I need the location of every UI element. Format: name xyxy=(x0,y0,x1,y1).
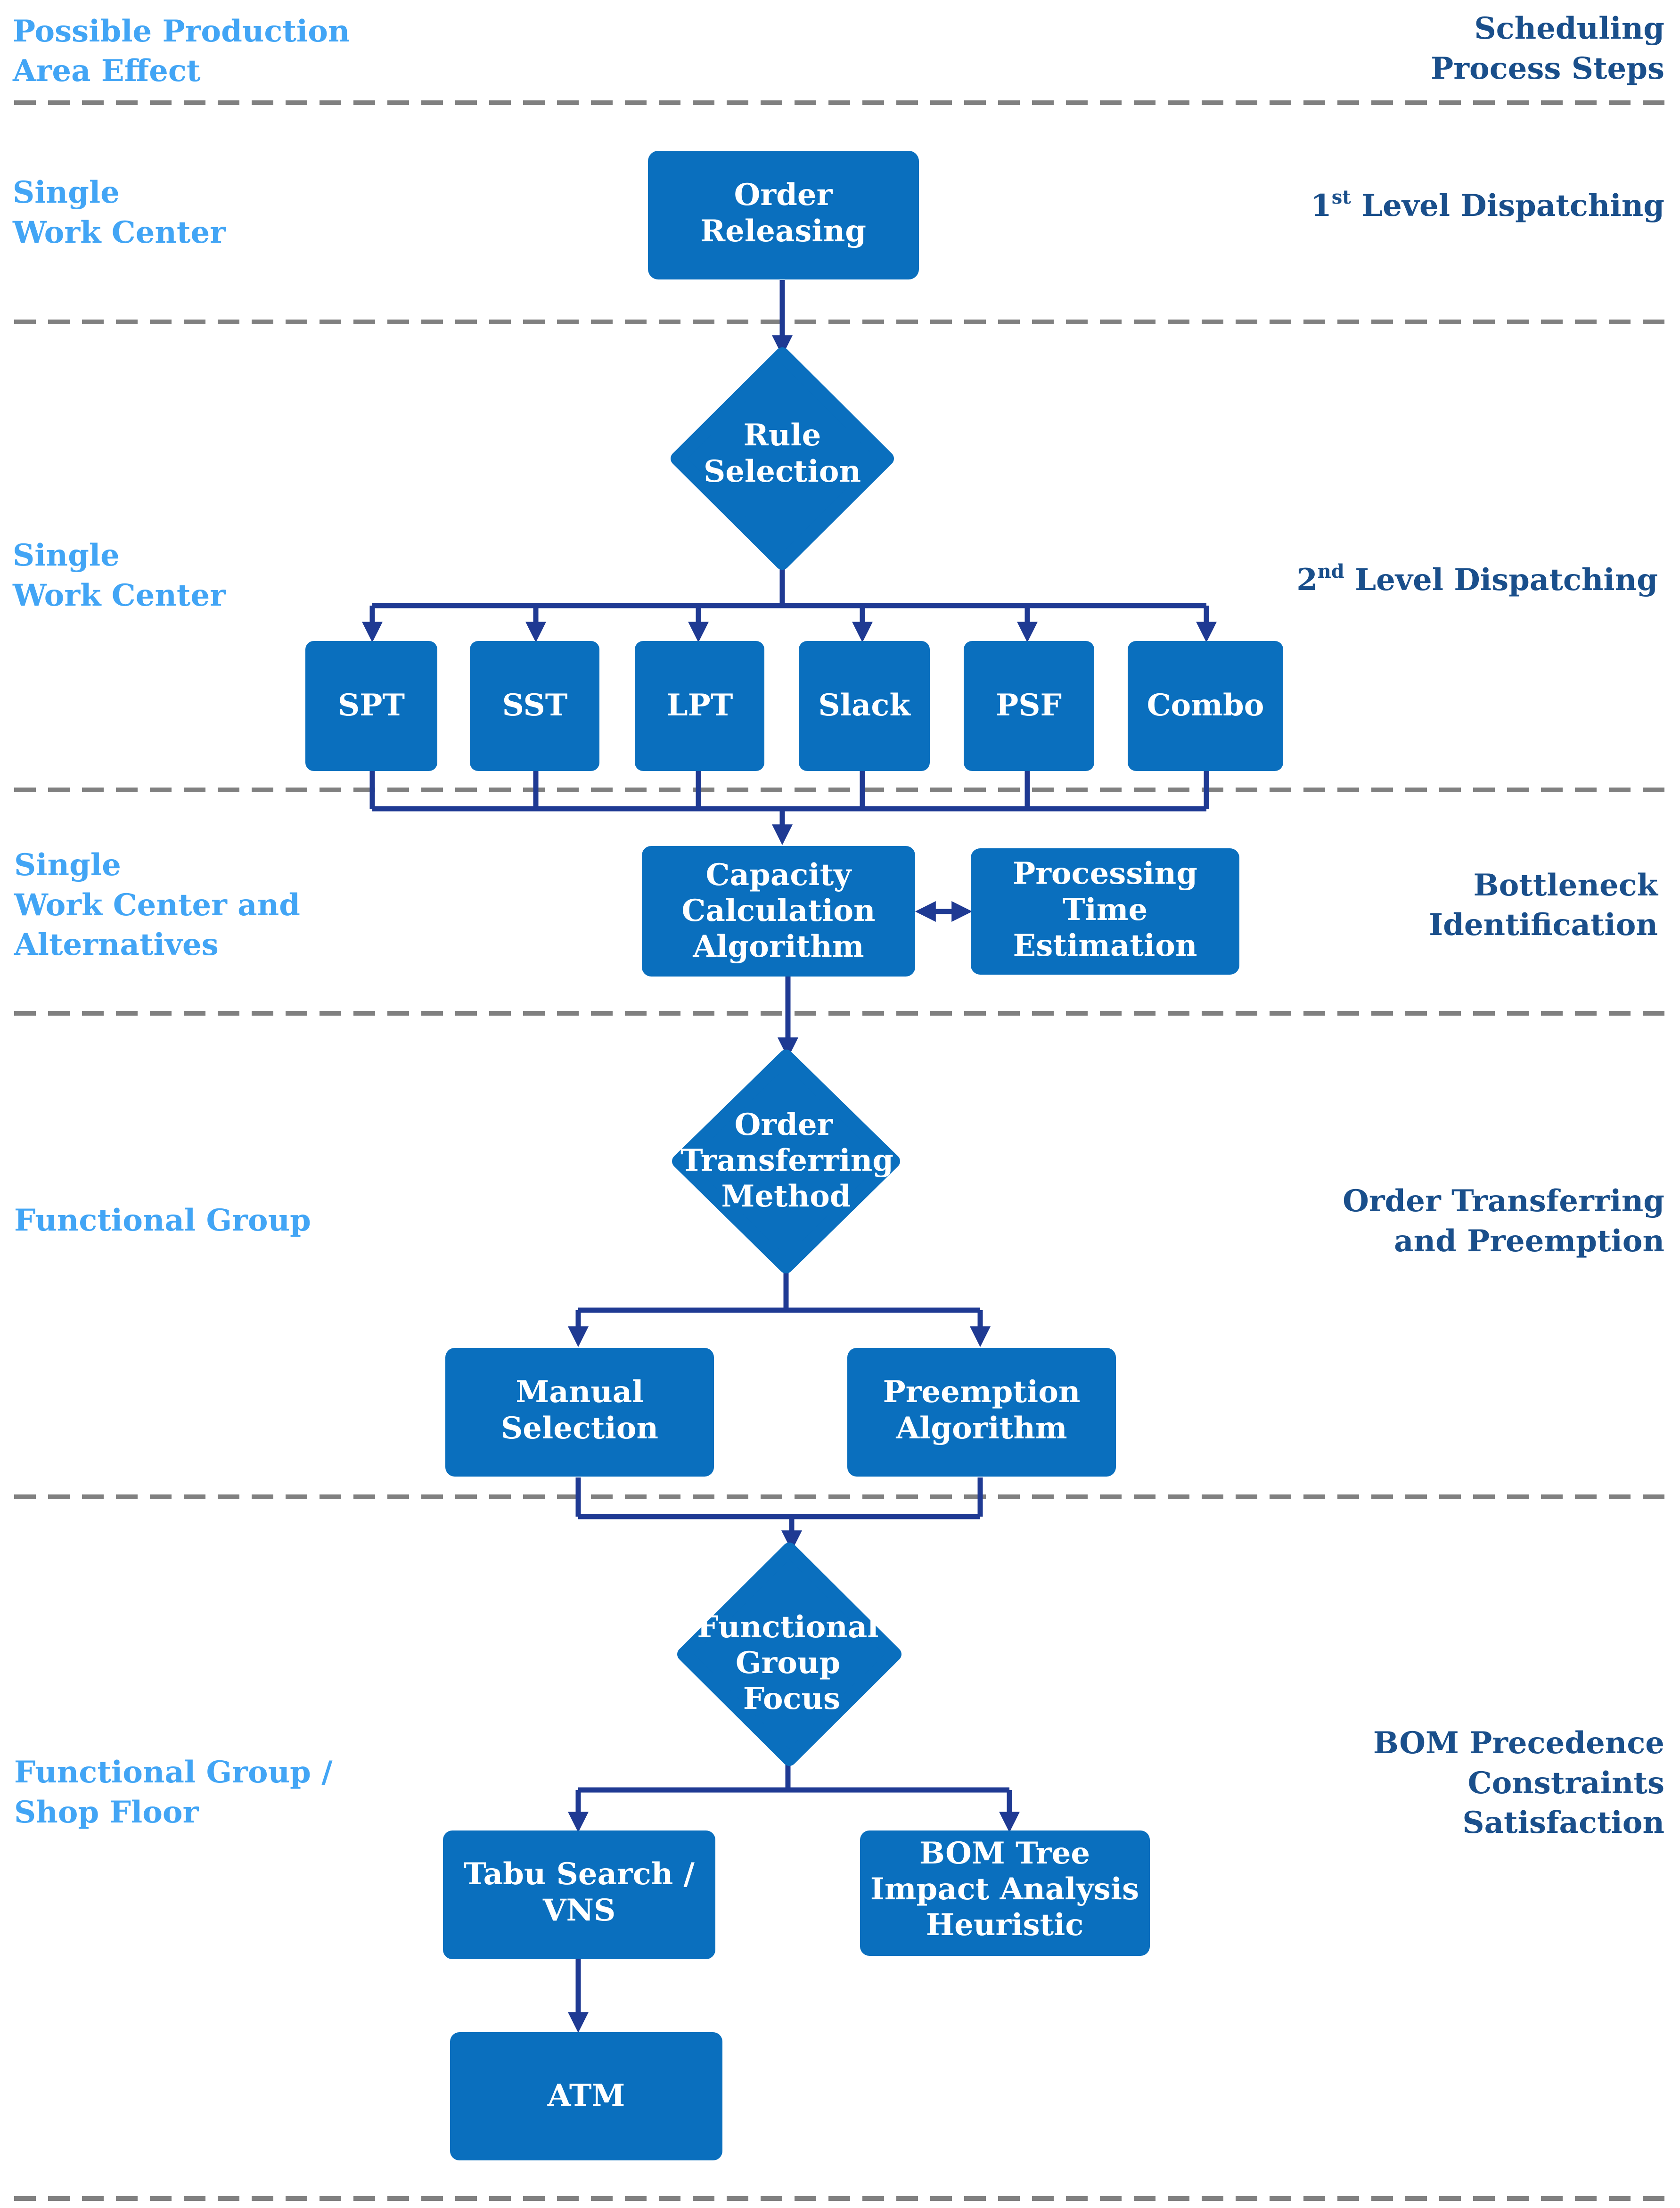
section-2-step: 2nd Level Dispatching xyxy=(1296,560,1658,598)
rule-node-combo: Combo xyxy=(1128,641,1283,771)
section-4-step-line-2: and Preemption xyxy=(1394,1223,1664,1259)
manual-selection-line-1: Manual xyxy=(516,1374,643,1410)
functional-group-line-3: Focus xyxy=(743,1681,840,1716)
rule-label: PSF xyxy=(996,688,1062,723)
bom-tree-node: BOM Tree Impact Analysis Heuristic xyxy=(860,1830,1150,1956)
manual-selection-node: Manual Selection xyxy=(445,1348,714,1477)
order-releasing-line-2: Releasing xyxy=(700,213,866,249)
section-3-area-line-3: Alternatives xyxy=(14,927,219,962)
section-3-area-line-2: Work Center and xyxy=(14,887,300,923)
order-transferring-line-3: Method xyxy=(721,1179,851,1214)
rule-label: Combo xyxy=(1147,688,1264,723)
tabu-search-node: Tabu Search / VNS xyxy=(443,1830,715,1959)
functional-group-line-1: Functional xyxy=(697,1609,878,1645)
preemption-algorithm-node: Preemption Algorithm xyxy=(847,1348,1116,1477)
manual-selection-line-2: Selection xyxy=(501,1411,658,1446)
section-5-area-line-2: Shop Floor xyxy=(14,1795,199,1830)
rule-label: LPT xyxy=(667,688,733,723)
processing-line-3: Estimation xyxy=(1013,928,1197,963)
section-1-step: 1st Level Dispatching xyxy=(1311,186,1664,223)
processing-line-1: Processing xyxy=(1013,856,1197,891)
rule-label: SPT xyxy=(338,688,405,723)
section-5-step-line-1: BOM Precedence xyxy=(1373,1725,1664,1761)
section-4-area-line-1: Functional Group xyxy=(14,1203,311,1238)
rule-node-lpt: LPT xyxy=(635,641,764,771)
processing-time-node: Processing Time Estimation xyxy=(971,848,1239,975)
header-left-line-2: Area Effect xyxy=(12,53,201,89)
section-5-area-line-1: Functional Group / xyxy=(14,1755,333,1790)
header-right-line-1: Scheduling xyxy=(1474,11,1664,46)
order-transferring-line-1: Order xyxy=(735,1107,834,1142)
atm-label: ATM xyxy=(547,2078,625,2113)
tabu-line-2: VNS xyxy=(542,1893,615,1928)
section-3-step-line-2: Identification xyxy=(1429,907,1658,943)
order-releasing-node: Order Releasing xyxy=(648,151,919,279)
functional-group-focus-decision: Functional Group Focus xyxy=(677,1543,901,1766)
order-releasing-line-1: Order xyxy=(734,177,833,213)
section-3-step-line-1: Bottleneck xyxy=(1474,868,1659,903)
rule-node-spt: SPT xyxy=(305,641,437,771)
rule-label: Slack xyxy=(818,688,911,723)
rule-node-slack: Slack xyxy=(799,641,930,771)
section-1-area-line-1: Single xyxy=(13,175,120,210)
section-4-step-line-1: Order Transferring xyxy=(1343,1183,1664,1219)
header-right-line-2: Process Steps xyxy=(1431,51,1664,86)
section-2-area-line-1: Single xyxy=(13,538,120,573)
capacity-line-2: Calculation xyxy=(681,893,875,928)
order-transferring-line-2: Transferring xyxy=(680,1143,893,1178)
section-2-area-line-2: Work Center xyxy=(12,578,226,613)
section-1-area-line-2: Work Center xyxy=(12,215,226,250)
preemption-line-1: Preemption xyxy=(883,1374,1081,1410)
tabu-line-1: Tabu Search / xyxy=(464,1856,695,1892)
capacity-calculation-node: Capacity Calculation Algorithm xyxy=(642,846,915,977)
rule-node-sst: SST xyxy=(470,641,599,771)
connectors xyxy=(362,280,1217,2033)
rule-selection-line-2: Selection xyxy=(704,454,861,489)
capacity-line-1: Capacity xyxy=(706,857,852,893)
section-5-step-line-2: Constraints xyxy=(1468,1765,1664,1801)
capacity-line-3: Algorithm xyxy=(692,929,864,964)
section-5-step-line-3: Satisfaction xyxy=(1462,1805,1664,1840)
order-transferring-decision: Order Transferring Method xyxy=(672,1050,900,1273)
functional-group-line-2: Group xyxy=(736,1645,840,1681)
rule-label: SST xyxy=(502,688,568,723)
bom-tree-line-2: Impact Analysis xyxy=(870,1871,1139,1907)
processing-line-2: Time xyxy=(1063,892,1147,928)
header-left-line-1: Possible Production xyxy=(13,14,350,49)
atm-node: ATM xyxy=(450,2032,722,2160)
rule-node-psf: PSF xyxy=(964,641,1094,771)
bom-tree-line-3: Heuristic xyxy=(926,1907,1084,1943)
preemption-line-2: Algorithm xyxy=(895,1411,1067,1446)
section-3-area-line-1: Single xyxy=(14,847,121,883)
rule-selection-decision: Rule Selection xyxy=(671,347,894,570)
bom-tree-line-1: BOM Tree xyxy=(919,1836,1090,1871)
section-separators xyxy=(14,100,1668,2201)
rule-selection-line-1: Rule xyxy=(744,418,821,453)
